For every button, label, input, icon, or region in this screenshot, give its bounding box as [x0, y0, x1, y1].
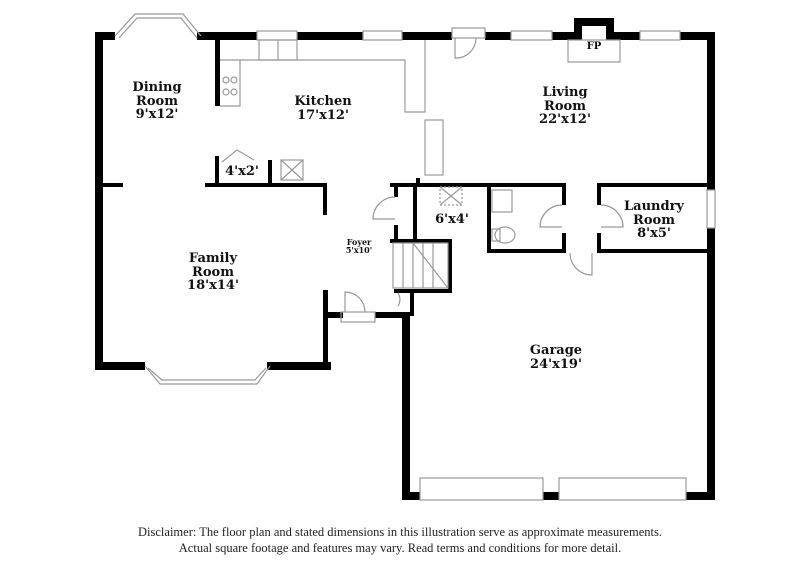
room-label-living: Living Room 22'x12' — [539, 85, 591, 128]
room-label-laundry: Laundry Room 8'x5' — [624, 199, 684, 242]
room-label-closet: 6'x4' — [435, 212, 469, 227]
walls — [95, 18, 715, 500]
floor-plan-drawing — [95, 13, 716, 501]
room-label-pantry: 4'x2' — [225, 164, 259, 179]
room-label-family: Family Room 18'x14' — [187, 251, 239, 294]
fireplace-label: FP — [586, 41, 602, 52]
room-label-garage: Garage 24'x19' — [529, 343, 583, 372]
fixtures — [114, 13, 716, 501]
disclaimer: Disclaimer: The floor plan and stated di… — [0, 524, 800, 556]
room-label-kitchen: Kitchen 17'x12' — [294, 94, 352, 123]
disclaimer-line-2: Actual square footage and features may v… — [178, 541, 622, 555]
room-label-foyer: Foyer 5'x10' — [345, 237, 373, 256]
floor-plan: Dining Room 9'x12' Kitchen 17'x12' Livin… — [95, 13, 716, 501]
room-label-dining: Dining Room 9'x12' — [132, 80, 182, 123]
disclaimer-line-1: Disclaimer: The floor plan and stated di… — [138, 525, 662, 539]
